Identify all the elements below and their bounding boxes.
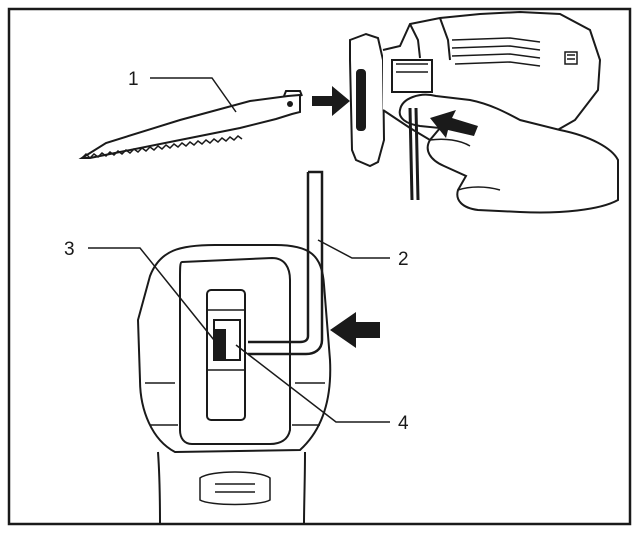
callout-2: 2 [398, 249, 409, 270]
arrow-icon [430, 110, 478, 138]
leader-line-2 [317, 239, 390, 259]
tool-front-view [136, 244, 332, 525]
leader-line-1 [150, 77, 237, 113]
callout-4: 4 [398, 413, 409, 434]
hex-wrench-top [408, 107, 420, 201]
diagram-frame [7, 7, 632, 526]
callout-3: 3 [64, 239, 75, 260]
leader-lines [88, 77, 390, 423]
saw-blade [78, 90, 303, 160]
leader-line-4 [235, 344, 390, 423]
arrow-left-icon [330, 312, 380, 348]
arrow-right-icon [312, 86, 350, 116]
leader-line-3 [88, 247, 219, 346]
hex-wrench [248, 170, 324, 356]
callout-1: 1 [128, 69, 139, 90]
